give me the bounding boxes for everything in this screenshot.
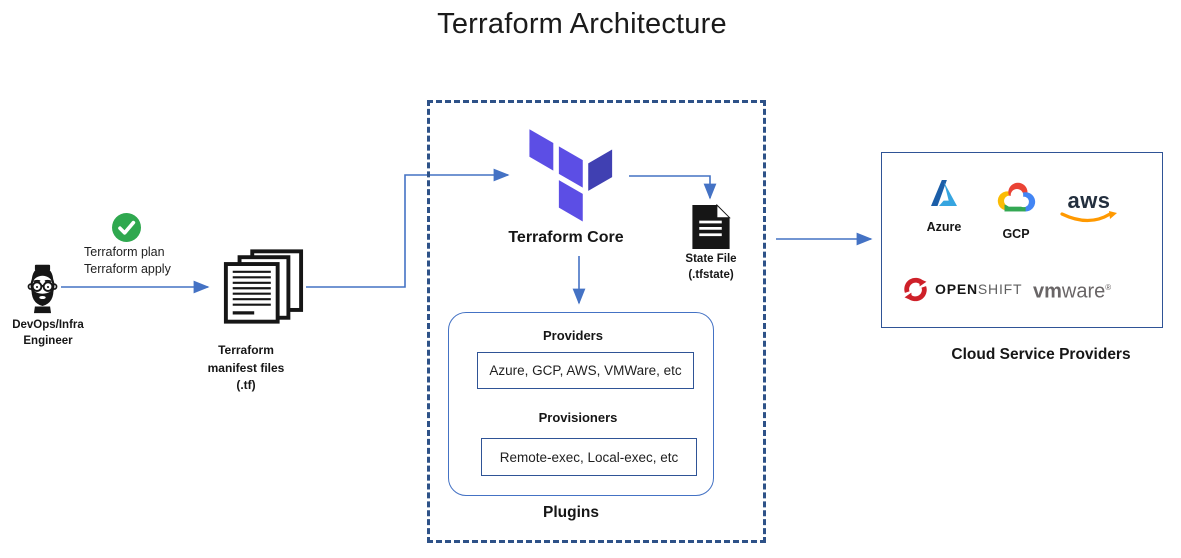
openshift-logo-icon [904,277,927,302]
aws-label: aws [1067,188,1111,213]
aws-logo-block: aws [1059,188,1119,225]
engineer-label-line1: DevOps/Infra [12,319,84,331]
terraform-logo-icon [529,129,613,222]
aws-smile-icon [1060,211,1117,223]
azure-logo-icon [931,180,957,206]
azure-label: Azure [926,220,962,234]
openshift-label-open: OPEN [935,280,978,297]
command-plan: Terraform plan [84,245,165,259]
plugins-box [448,312,714,496]
gcp-label: GCP [1002,227,1030,241]
arrow-core-to-statefile [629,175,717,200]
openshift-label: OPENSHIFT [935,281,1022,299]
provisioners-items: Remote-exec, Local-exec, etc [481,438,697,476]
document-stack-icon [223,249,304,324]
command-apply: Terraform apply [84,261,171,276]
providers-title: Providers [543,328,603,343]
arrow-manifest-to-core [306,168,510,288]
engineer-avatar-icon [27,264,58,314]
vmware-registered-mark: ® [1105,283,1112,292]
vmware-label-vm: vm [1033,280,1062,303]
manifest-label-line3: (.tf) [236,378,256,392]
check-circle-icon [112,213,141,242]
azure-logo-block: Azure [918,178,970,234]
page-title: Terraform Architecture [437,8,727,40]
plugins-label: Plugins [543,504,599,521]
state-file-label: State File (.tfstate) [669,252,753,283]
manifest-label-line2: manifest files [207,360,285,375]
openshift-logo-block: OPENSHIFT [903,277,1022,302]
manifest-label: Terraform manifest files (.tf) [187,342,305,395]
openshift-label-shift: SHIFT [977,280,1023,297]
gcp-logo-block: GCP [988,178,1044,241]
engineer-label-line2: Engineer [23,334,73,347]
terraform-core-label: Terraform Core [508,229,624,246]
terraform-commands: Terraform plan Terraform apply [84,244,171,277]
cloud-providers-box [881,152,1163,328]
gcp-logo-icon [997,182,1036,212]
providers-items: Azure, GCP, AWS, VMWare, etc [477,352,694,389]
state-file-icon [692,204,731,250]
terraform-boundary-box [427,100,766,543]
state-file-label-line1: State File [685,253,737,265]
engineer-label: DevOps/Infra Engineer [2,318,94,349]
provisioners-title: Provisioners [538,410,618,425]
manifest-label-line1: Terraform [218,343,274,357]
cloud-providers-label: Cloud Service Providers [951,346,1131,363]
vmware-logo-icon: vmware® [1033,277,1111,303]
vmware-label-ware: ware [1061,280,1106,303]
state-file-label-line2: (.tfstate) [688,268,734,281]
